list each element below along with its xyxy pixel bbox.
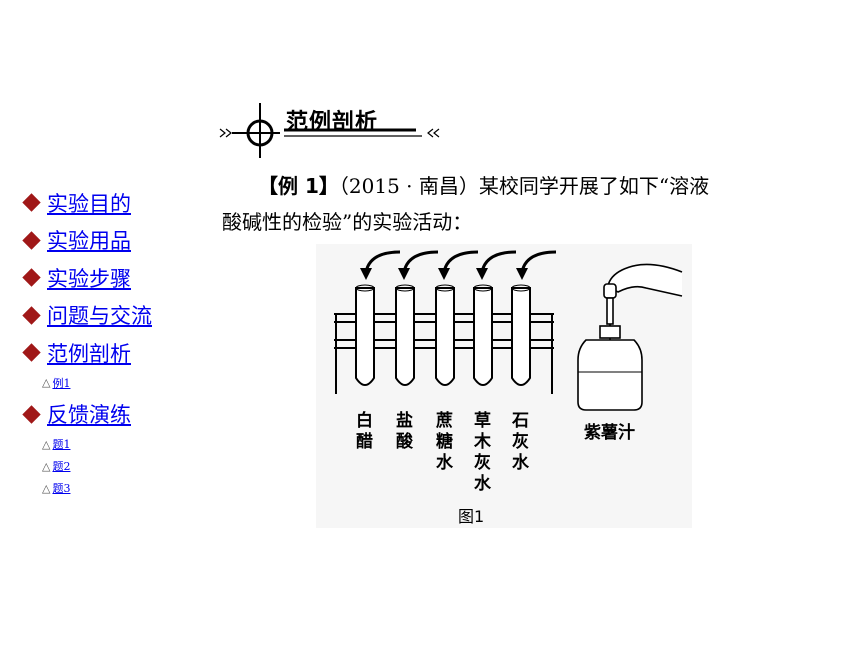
tube-label-4: 石灰水 xyxy=(511,411,530,473)
nav-subitem-example1[interactable]: △ 例1 xyxy=(22,372,212,394)
nav-subitem-q1[interactable]: △ 题1 xyxy=(22,433,212,455)
nav-subitem-q2[interactable]: △ 题2 xyxy=(22,455,212,477)
diamond-bullet-icon xyxy=(22,343,41,362)
example-label: 【例 1】 xyxy=(258,174,339,198)
arrow-icons xyxy=(360,250,557,280)
nav-item-steps[interactable]: 实验步骤 xyxy=(22,259,212,297)
triangle-marker-icon: △ xyxy=(42,459,51,473)
tube-label-2: 蔗糖水 xyxy=(435,411,454,473)
triangle-marker-icon: △ xyxy=(42,376,51,389)
nav-sublink-q2[interactable]: 题2 xyxy=(52,460,71,473)
test-tubes xyxy=(355,287,531,386)
nav-sublink-q1[interactable]: 题1 xyxy=(52,438,71,451)
nav-link-materials[interactable]: 实验用品 xyxy=(47,229,131,254)
tube-label-3: 草木灰水 xyxy=(473,411,492,494)
outline-nav: 实验目的 实验用品 实验步骤 问题与交流 范例剖析 △ 例1 反馈演练 △ 题1… xyxy=(22,184,212,499)
diamond-bullet-icon xyxy=(22,405,41,424)
figure-caption: 图1 xyxy=(458,507,484,526)
diamond-bullet-icon xyxy=(22,193,41,212)
nav-subitem-q3[interactable]: △ 题3 xyxy=(22,477,212,499)
triangle-marker-icon: △ xyxy=(42,481,51,495)
diamond-bullet-icon xyxy=(22,306,41,325)
test-tube-illustration: 白醋 盐酸 蔗糖水 草木灰水 石灰水 紫薯汁 图1 xyxy=(316,244,692,528)
crosshair-icon xyxy=(232,103,280,158)
tube-label-0: 白醋 xyxy=(356,410,373,452)
tube-label-1: 盐酸 xyxy=(396,410,414,452)
example-line-1: 【例 1】（2015 · 南昌）某校同学开展了如下“溶液 xyxy=(258,170,709,199)
section-banner: 范例剖析 xyxy=(218,100,448,160)
example-line-2: 酸碱性的检验”的实验活动： xyxy=(222,210,473,234)
nav-sublink-q3[interactable]: 题3 xyxy=(52,482,71,495)
nav-link-practice[interactable]: 反馈演练 xyxy=(47,403,131,428)
banner-title: 范例剖析 xyxy=(286,110,379,135)
figure-1: 白醋 盐酸 蔗糖水 草木灰水 石灰水 紫薯汁 图1 xyxy=(316,244,692,528)
diamond-bullet-icon xyxy=(22,268,41,287)
diamond-bullet-icon xyxy=(22,231,41,250)
banner-decoration xyxy=(219,103,440,158)
nav-link-questions[interactable]: 问题与交流 xyxy=(47,304,152,329)
nav-sublink-example1[interactable]: 例1 xyxy=(52,376,71,390)
nav-item-questions[interactable]: 问题与交流 xyxy=(22,297,212,335)
nav-item-examples[interactable]: 范例剖析 xyxy=(22,334,212,372)
example-line-1-text: （2015 · 南昌）某校同学开展了如下“溶液 xyxy=(338,174,710,198)
nav-link-examples[interactable]: 范例剖析 xyxy=(47,341,131,366)
triangle-marker-icon: △ xyxy=(42,437,51,451)
bottle-label: 紫薯汁 xyxy=(584,422,635,443)
nav-link-steps[interactable]: 实验步骤 xyxy=(47,266,131,291)
bottle-and-hand xyxy=(577,263,683,411)
nav-item-practice[interactable]: 反馈演练 xyxy=(22,396,212,434)
nav-item-purpose[interactable]: 实验目的 xyxy=(22,184,212,222)
nav-item-materials[interactable]: 实验用品 xyxy=(22,222,212,260)
nav-link-purpose[interactable]: 实验目的 xyxy=(47,191,131,216)
